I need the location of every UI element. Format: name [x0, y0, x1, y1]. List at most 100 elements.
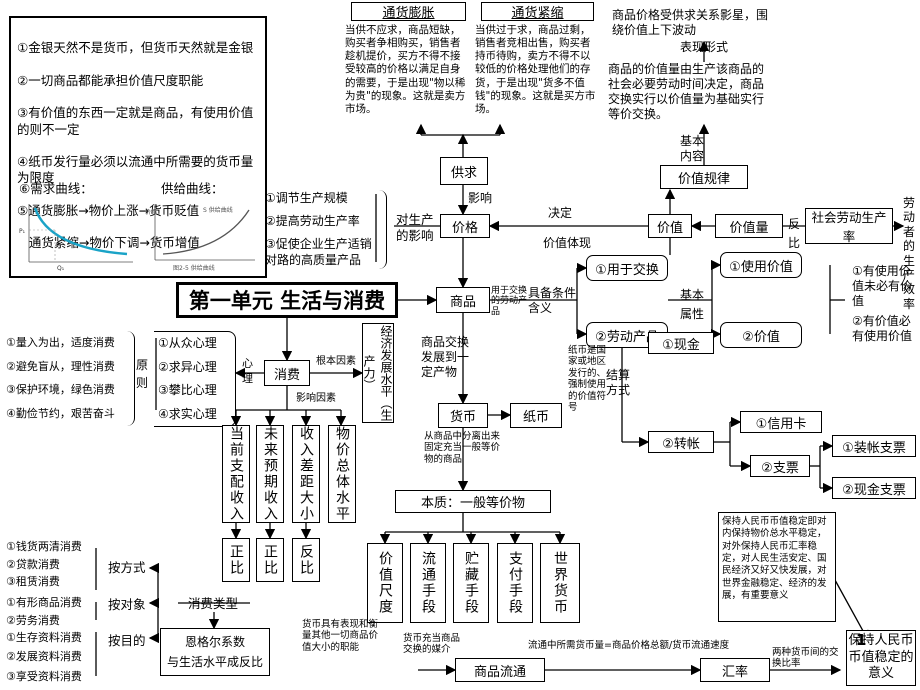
value-amount-node: 价值量 [715, 214, 783, 238]
note-2: ②一切商品都能承担价值尺度职能 [17, 72, 204, 88]
value-amount-note: 商品的价值量由生产该商品的社会必要劳动时间决定，商品交换实行以价值量为基础实行等… [608, 62, 765, 121]
function-payment: 支付手段 [497, 543, 533, 623]
by-method-label: 按方式 [108, 560, 146, 575]
purpose-list: ①生存资料消费 ②发展资料消费 ③享受资料消费 [6, 628, 82, 686]
purpose-item-3: ③享受资料消费 [6, 669, 82, 683]
function-storage: 贮藏手段 [453, 543, 489, 623]
supply-label: 供给曲线： [161, 181, 224, 196]
supply-y-label: 价格 [145, 208, 157, 216]
by-purpose-label: 按目的 [108, 633, 146, 648]
effect-item-3: ③促使企业生产适销对路的高质量产品 [265, 236, 372, 268]
mentality-item-2: ②求异心理 [158, 359, 217, 374]
note-6: 通货紧缩→物价下调→货币增值 [17, 235, 200, 251]
money-node: 货币 [438, 403, 488, 428]
cheque-node: ②支票 [750, 455, 810, 477]
object-item-2: ②劳务消费 [6, 613, 60, 627]
factor-income-gap: 收入差距大小 [292, 425, 320, 523]
effect-list: ①调节生产规模 ②提高劳动生产率 ③促使企业生产适销对路的高质量产品 [265, 190, 387, 270]
principle-label: 原则 [136, 358, 149, 390]
method-item-1: ①钱货两清消费 [6, 540, 82, 553]
manifestation-label: 表现形式 [680, 40, 729, 54]
method-item-3: ③租赁消费 [6, 575, 60, 589]
transfer-cheque-node: ①装帐支票 [832, 435, 916, 457]
for-exchange-node: ①用于交换 [586, 255, 668, 281]
root-factor-label: 根本因素 [316, 356, 356, 367]
paper-money-node: 纸币 [510, 403, 562, 428]
basic-content-label: 基本内容 [680, 134, 705, 163]
demand-curve-chart: P₁ Q₁ [19, 204, 133, 272]
object-list: ①有形商品消费 ②劳务消费 [6, 594, 82, 629]
stability-note: 保持人民币币值稳定即对内保持物价总水平稳定，对外保持人民币汇率稳定，对人民生活安… [718, 512, 836, 622]
relation-note-1: ①有使用价值未必有价值 [852, 264, 913, 308]
basic-attributes-label: 基本属性 [680, 288, 705, 321]
money-value-note: 货币具有表现和衡量其他一切商品价值大小的职能 [302, 619, 379, 653]
demand-q1-label: Q₁ [57, 265, 65, 272]
engel-node: 恩格尔系数 与生活水平成反比 [160, 628, 270, 676]
price-fluctuation-note: 商品价格受供求关系影星，围绕价值上下波动 [612, 8, 769, 37]
supply-demand-node: 供求 [440, 157, 488, 185]
mentality-item-4: ④求实心理 [158, 406, 217, 421]
economic-level-node: 经济发展水平（生产力） [362, 323, 394, 423]
by-object-label: 按对象 [108, 597, 146, 612]
influence-label: 影响 [468, 191, 493, 205]
exchange-rate-node: 汇率 [700, 658, 770, 682]
labor-product-def: 用于交换的劳动产品 [491, 286, 528, 317]
principle-item-4: ④勤俭节约，艰苦奋斗 [6, 406, 115, 420]
purpose-item-2: ②发展资料消费 [6, 650, 82, 664]
stability-title-node: 保持人民币币值稳定的意义 [846, 630, 916, 686]
labor-efficiency-label: 劳动者的生产效率 [903, 196, 916, 311]
value-manifest-label: 价值体现 [543, 236, 592, 250]
effect-item-2: ②提高劳动生产率 [265, 213, 360, 228]
credit-card-node: ①信用卡 [740, 411, 822, 433]
use-value-node: ①使用价值 [720, 252, 802, 278]
commodity-node: 商品 [436, 287, 490, 313]
page-number: 1 [856, 631, 867, 649]
deflation-title: 通货紧缩 [481, 2, 594, 21]
inflation-title: 通货膨胀 [351, 2, 466, 21]
deflation-text: 当供过于求，商品过剩，销售者竞相出售，购买者持币待购，卖方不得不以较低的价格处理… [475, 24, 596, 115]
consumption-node: 消费 [264, 360, 310, 386]
paper-money-def: 纸币是国家或地区发行的、强制使用的价值符号 [568, 345, 607, 413]
relation-proportional-2: 正比 [256, 538, 284, 582]
note-3: ③有价值的东西一定就是商品，有使用价值的则不一定 [17, 105, 254, 137]
cash-cheque-node: ②现金支票 [832, 477, 916, 499]
cash-node: ①现金 [648, 332, 714, 354]
relation-proportional-1: 正比 [222, 538, 250, 582]
main-title: 第一单元 生活与消费 [176, 282, 398, 318]
value-law-node: 价值规律 [660, 165, 748, 189]
exchange-ratio-note: 两种货币间的交换比率 [772, 647, 839, 669]
consumption-types-label: 消费类型 [188, 596, 239, 611]
method-list: ①钱货两清消费 ②贷款消费 ③租赁消费 [6, 538, 82, 591]
mentality-item-1: ①从众心理 [158, 336, 217, 350]
supply-curve-chart: 价格 S 供给曲线 图2-5 供给曲线 [145, 204, 255, 272]
effect-on-production-label: 对生产的影响 [396, 212, 434, 243]
function-circulation: 流通手段 [410, 543, 446, 623]
note-1: ①金银天然不是货币，但货币天然就是金银 [17, 40, 254, 56]
value2-node: ②价值 [720, 322, 802, 348]
social-labor-node: 社会劳动生产率 [805, 208, 893, 244]
principle-list: ①量入为出，适度消费 ②避免盲从，理性消费 ③保护环境，绿色消费 ④勤俭节约，艰… [6, 331, 135, 426]
factor-current-income: 当前支配收入 [222, 425, 250, 523]
principle-item-2: ②避免盲从，理性消费 [6, 359, 115, 373]
function-value-measure: 价值尺度 [367, 543, 403, 623]
object-item-1: ①有形商品消费 [6, 596, 82, 609]
notes-box: ①金银天然不是货币，但货币天然就是金银 ②一切商品都能承担价值尺度职能 ③有价值… [9, 16, 267, 278]
function-world-money: 世界货币 [540, 543, 580, 623]
inflation-text: 当供不应求，商品短缺，购买者争相购买，销售者趁机提价，买方不得不接受较高的价格以… [345, 24, 466, 115]
influence-factors-label: 影响因素 [296, 393, 336, 404]
relation-inverse: 反比 [292, 538, 320, 582]
principle-item-1: ①量入为出，适度消费 [6, 336, 115, 349]
principle-item-3: ③保护环境，绿色消费 [6, 383, 115, 397]
factor-future-income: 未来预期收入 [256, 425, 284, 523]
settlement-label: 结算方式 [606, 368, 631, 397]
relation-note-2: ②有价值必有使用价值 [852, 314, 913, 343]
demand-label: ⑥需求曲线： [19, 181, 93, 196]
transfer-node: ②转帐 [648, 431, 714, 453]
money-origin-note: 从商品中分离出来固定充当一般等价物的商品 [424, 431, 501, 465]
supply-legend: S 供给曲线 [203, 206, 233, 214]
supply-caption: 图2-5 供给曲线 [173, 264, 215, 272]
method-item-2: ②贷款消费 [6, 557, 60, 571]
factor-price-level: 物价总体水平 [328, 425, 356, 523]
purpose-item-1: ①生存资料消费 [6, 631, 82, 644]
